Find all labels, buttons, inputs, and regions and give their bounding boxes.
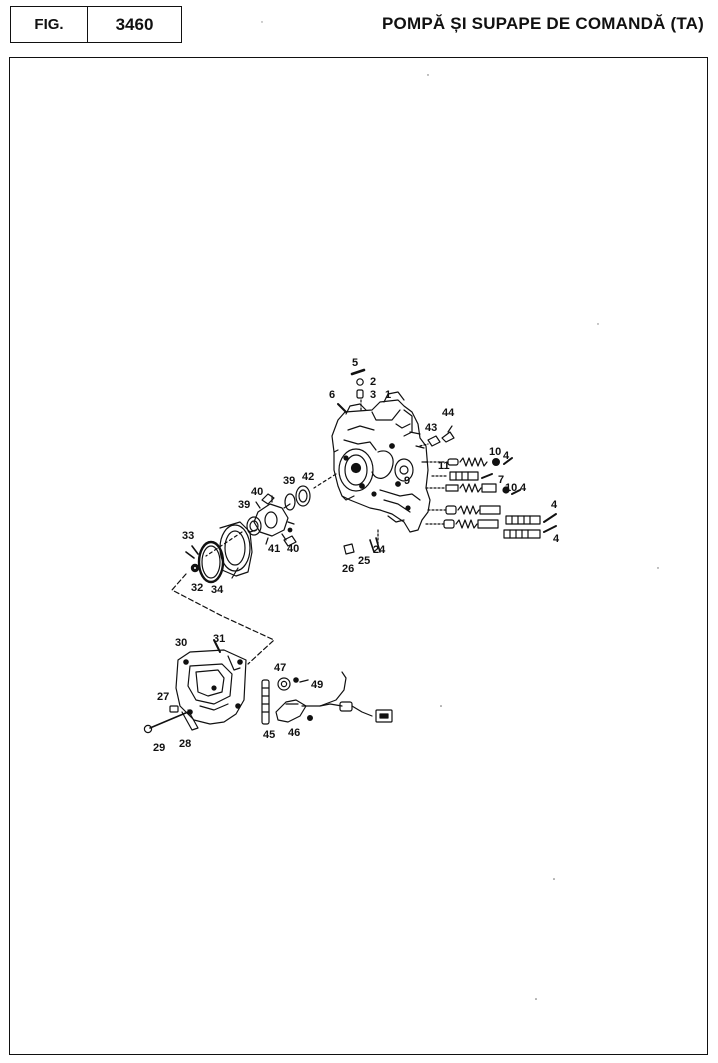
callout-4-upper: 4 [503,450,510,462]
callout-2: 2 [370,376,376,388]
callout-4-middle: 4 [520,482,527,494]
callout-42: 42 [302,471,314,483]
callout-31: 31 [213,633,225,645]
callout-27: 27 [157,691,169,703]
callout-33: 33 [182,530,194,542]
callout-28: 28 [179,738,191,750]
callout-3: 3 [370,389,376,401]
callout-34: 34 [211,584,224,596]
callout-46: 46 [288,727,300,739]
callout-32: 32 [191,582,203,594]
valve-body-illustration [331,391,431,533]
valve-spools-illustration [425,457,557,539]
solenoid-harness-illustration [261,671,393,725]
callout-45: 45 [263,729,275,741]
callout-43: 43 [425,422,437,434]
callout-49: 49 [311,679,323,691]
pump-cover-illustration [143,639,247,734]
callout-25: 25 [358,555,370,567]
callout-26: 26 [342,563,354,575]
callout-5: 5 [352,357,358,369]
diagram-frame [9,57,708,1055]
callout-10-lower: 10 [505,482,517,494]
callout-39-lower: 39 [238,499,250,511]
fig-number-text: 3460 [115,14,154,34]
callout-11: 11 [438,460,450,472]
fig-label-text: FIG. [34,16,64,33]
pump-housing-illustration [185,521,253,584]
callout-9: 9 [404,475,410,487]
callout-29: 29 [153,742,165,754]
callout-39-upper: 39 [283,475,295,487]
callout-7: 7 [498,474,504,486]
callout-30: 30 [175,637,187,649]
fig-number: 3460 [87,6,182,43]
callout-4-right-lower: 4 [553,533,560,545]
page-title: POMPĂ ȘI SUPAPE DE COMANDĂ (TA) [382,14,704,33]
callout-24: 24 [373,544,386,556]
pump-gear-illustration [205,473,337,557]
callout-40-upper: 40 [251,486,263,498]
callout-6: 6 [329,389,335,401]
callout-40-lower: 40 [287,543,299,555]
callout-10-upper: 10 [489,446,501,458]
callout-44: 44 [442,407,455,419]
callout-1: 1 [385,389,391,401]
callout-4-right-upper: 4 [551,499,558,511]
callout-41: 41 [268,543,280,555]
callout-47: 47 [274,662,286,674]
